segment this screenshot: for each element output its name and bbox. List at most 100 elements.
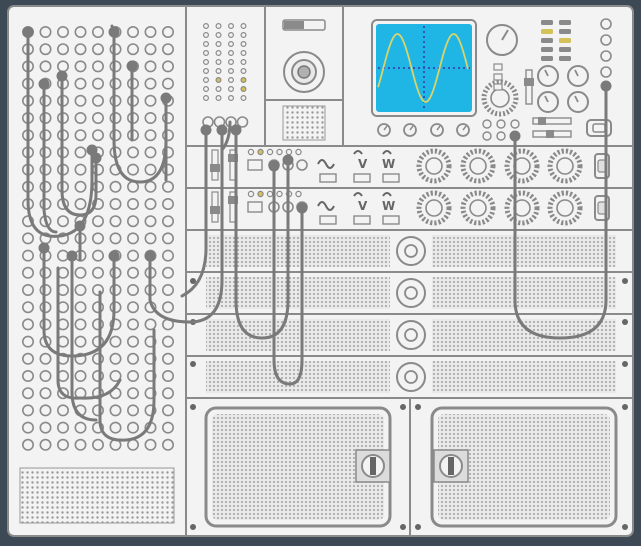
patch-jack[interactable] (21, 438, 34, 451)
patch-jack[interactable] (92, 112, 105, 125)
patch-jack[interactable] (56, 43, 69, 56)
mini-jack[interactable] (228, 49, 235, 56)
patch-jack[interactable] (56, 438, 69, 451)
patch-jack[interactable] (127, 249, 140, 262)
patch-jack[interactable] (144, 318, 157, 331)
patch-cable[interactable] (60, 74, 98, 217)
patch-jack[interactable] (127, 404, 140, 417)
patch-jack[interactable] (109, 215, 122, 228)
patch-jack[interactable] (144, 163, 157, 176)
cable-plug[interactable] (90, 152, 102, 164)
patch-jack[interactable] (74, 146, 87, 159)
slider-thumb[interactable] (228, 196, 238, 204)
patch-jack[interactable] (92, 129, 105, 142)
patch-jack[interactable] (127, 335, 140, 348)
mini-jack[interactable] (203, 76, 210, 83)
patch-jack[interactable] (162, 404, 175, 417)
patch-jack[interactable] (109, 335, 122, 348)
cable-plug[interactable] (600, 80, 612, 92)
mini-jack[interactable] (215, 49, 222, 56)
slider-thumb[interactable] (228, 154, 238, 162)
patch-jack[interactable] (74, 25, 87, 38)
cable-plug[interactable] (296, 202, 308, 214)
mini-jack[interactable] (203, 49, 210, 56)
patch-jack[interactable] (92, 283, 105, 296)
patch-jack[interactable] (92, 163, 105, 176)
patch-cable[interactable] (26, 30, 94, 238)
patch-jack[interactable] (127, 438, 140, 451)
patch-cable[interactable] (513, 84, 608, 340)
patch-cable[interactable] (180, 128, 208, 298)
patch-jack[interactable] (144, 198, 157, 211)
h-slider-thumb[interactable] (538, 117, 546, 125)
mini-jack[interactable] (203, 58, 210, 65)
patch-jack[interactable] (144, 60, 157, 73)
mini-jack[interactable] (240, 58, 247, 65)
patch-jack[interactable] (92, 94, 105, 107)
patch-jack[interactable] (74, 198, 87, 211)
cable-plug[interactable] (108, 26, 120, 38)
mini-jack[interactable] (240, 67, 247, 74)
patch-jack[interactable] (74, 129, 87, 142)
patch-cables[interactable] (22, 24, 612, 442)
patch-cable[interactable] (98, 290, 156, 442)
side-jack[interactable] (600, 50, 612, 62)
mini-jack[interactable] (203, 31, 210, 38)
patch-jack[interactable] (109, 232, 122, 245)
patch-cable[interactable] (148, 128, 224, 324)
patch-jack[interactable] (56, 421, 69, 434)
patch-jack[interactable] (21, 387, 34, 400)
mini-jack[interactable] (215, 23, 222, 30)
patch-jack[interactable] (21, 249, 34, 262)
patch-jack[interactable] (127, 198, 140, 211)
scope-knob-row[interactable] (377, 123, 470, 137)
patch-jack[interactable] (74, 112, 87, 125)
patch-jack[interactable] (144, 180, 157, 193)
patch-jack[interactable] (127, 352, 140, 365)
h-slider[interactable] (532, 117, 572, 125)
mini-jack[interactable] (240, 94, 247, 101)
mini-jack[interactable] (240, 40, 247, 47)
cable-plug[interactable] (160, 92, 172, 104)
mini-jack[interactable] (215, 67, 222, 74)
patch-jack[interactable] (56, 60, 69, 73)
wave-select-button[interactable] (353, 173, 371, 183)
side-jack[interactable] (600, 34, 612, 46)
small-jack[interactable] (496, 131, 506, 141)
patch-jack[interactable] (162, 421, 175, 434)
cable-plug[interactable] (108, 250, 120, 262)
patch-jack[interactable] (127, 43, 140, 56)
patch-jack[interactable] (144, 232, 157, 245)
patch-jack[interactable] (74, 283, 87, 296)
patch-jack[interactable] (21, 266, 34, 279)
mini-jack[interactable] (240, 85, 247, 92)
patch-jack[interactable] (74, 335, 87, 348)
patch-jack[interactable] (92, 318, 105, 331)
patch-jack[interactable] (39, 43, 52, 56)
patch-jack[interactable] (74, 266, 87, 279)
cable-plug[interactable] (268, 160, 280, 172)
patch-jack[interactable] (74, 163, 87, 176)
patch-jack[interactable] (92, 25, 105, 38)
patch-jack[interactable] (162, 266, 175, 279)
patch-jack[interactable] (92, 60, 105, 73)
patch-jack[interactable] (127, 387, 140, 400)
patch-jack[interactable] (144, 43, 157, 56)
patch-jack[interactable] (162, 249, 175, 262)
patch-jack[interactable] (109, 369, 122, 382)
patch-cable[interactable] (234, 128, 290, 340)
patch-jack[interactable] (74, 60, 87, 73)
module-jack[interactable] (296, 159, 308, 171)
patch-jack[interactable] (162, 25, 175, 38)
mini-jack[interactable] (240, 76, 247, 83)
patch-jack[interactable] (92, 232, 105, 245)
bottom-covers[interactable] (204, 406, 618, 528)
patch-jack[interactable] (162, 163, 175, 176)
cable-plug[interactable] (216, 124, 228, 136)
patch-jack[interactable] (144, 77, 157, 90)
cable-plug[interactable] (66, 250, 78, 262)
mini-jack[interactable] (228, 31, 235, 38)
patch-jack[interactable] (74, 301, 87, 314)
mini-jack[interactable] (203, 40, 210, 47)
patch-jack[interactable] (21, 318, 34, 331)
